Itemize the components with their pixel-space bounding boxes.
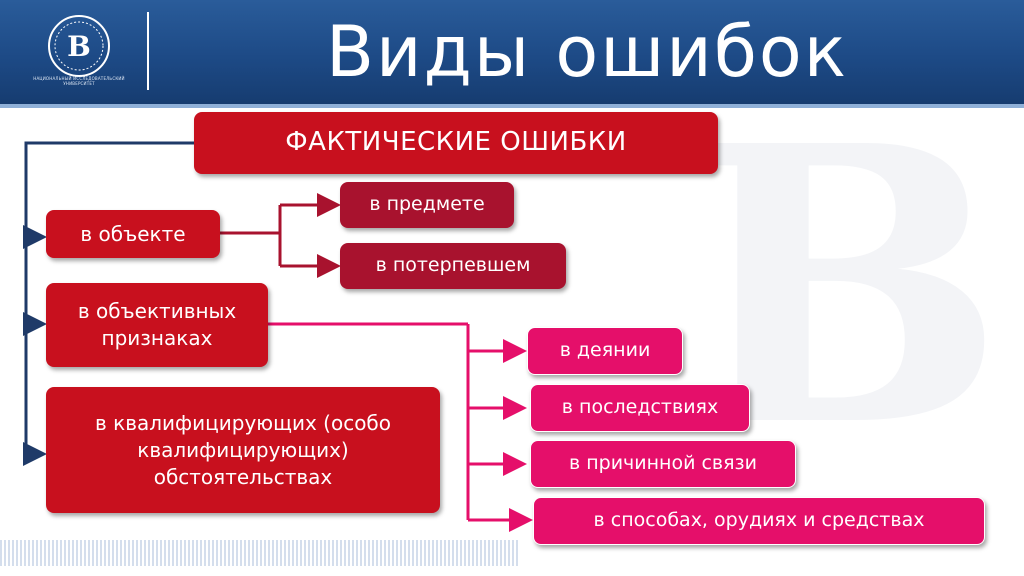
header-bar xyxy=(0,0,1024,104)
child-consequences-box: в последствиях xyxy=(530,384,750,432)
header-divider xyxy=(147,12,149,90)
child-means-box: в способах, орудиях и средствах xyxy=(533,497,985,545)
root-connector xyxy=(23,141,195,466)
svg-text:B: B xyxy=(67,30,91,63)
header-underline xyxy=(0,104,1024,108)
group-objective-box: в объективных признаках xyxy=(46,283,268,367)
child-subject-box: в предмете xyxy=(340,182,514,228)
group-qualifying-box: в квалифицирующих (особо квалифицирующих… xyxy=(46,387,440,513)
child-causation-box: в причинной связи xyxy=(530,440,796,488)
child-victim-box: в потерпевшем xyxy=(340,243,566,289)
child-act-box: в деянии xyxy=(527,327,683,375)
bottom-decoration xyxy=(0,540,520,566)
objective-connector xyxy=(268,322,533,532)
root-box: ФАКТИЧЕСКИЕ ОШИБКИ xyxy=(194,112,718,174)
group-object-box: в объекте xyxy=(46,210,220,258)
object-connector xyxy=(220,193,341,278)
hse-logo-icon: B xyxy=(48,15,110,77)
logo-caption: НАЦИОНАЛЬНЫЙ ИССЛЕДОВАТЕЛЬСКИЙ УНИВЕРСИТ… xyxy=(33,76,125,86)
slide-title: Виды ошибок xyxy=(325,11,849,93)
